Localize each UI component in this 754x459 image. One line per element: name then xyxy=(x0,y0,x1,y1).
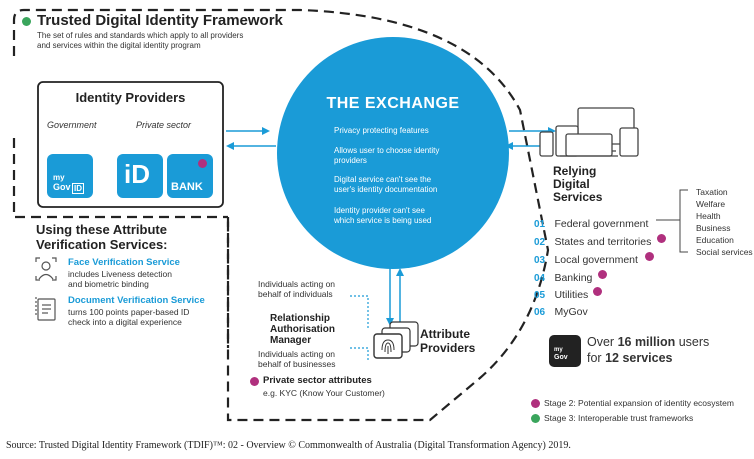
face-verification-title: Face Verification Service xyxy=(68,257,180,268)
federal-service: Taxation xyxy=(696,187,728,197)
government-label: Government xyxy=(47,120,97,130)
relying-item-label: States and territories xyxy=(554,236,652,248)
source-caption: Source: Trusted Digital Identity Framewo… xyxy=(6,440,571,451)
relying-item-label: Utilities xyxy=(554,289,589,301)
document-verification-line1: turns 100 points paper-based ID xyxy=(68,307,190,317)
utilities-stage2-dot xyxy=(593,287,602,296)
face-scan-icon xyxy=(35,257,57,281)
face-verification-line1: includes Liveness detection xyxy=(68,269,172,279)
document-icon xyxy=(35,297,56,321)
exchange-title: THE EXCHANGE xyxy=(326,95,460,112)
exchange-feature-3-line1: Digital service can't see the xyxy=(334,175,432,184)
mygov-services-stat: for 12 services xyxy=(587,351,673,365)
relying-item-label: Banking xyxy=(554,272,593,284)
rel-title-line2: Authorisation xyxy=(270,324,335,335)
stat-bold: 12 services xyxy=(605,351,673,365)
stat-text: users xyxy=(675,335,710,349)
legend-stage3: Stage 3: Interoperable trust frameworks xyxy=(544,413,694,423)
mygov-id-id: ID xyxy=(72,183,84,194)
private-attributes-title: Private sector attributes xyxy=(263,375,372,386)
federal-service: Health xyxy=(696,211,721,221)
federal-service: Welfare xyxy=(696,199,726,209)
attribute-providers-line2: Providers xyxy=(420,341,476,355)
id-tile: iD xyxy=(117,154,163,198)
private-attr-stage2-dot xyxy=(250,377,259,386)
relying-item-utilities: 05 Utilities xyxy=(534,285,588,303)
id-tile-label: iD xyxy=(124,159,150,189)
relying-title-line3: Services xyxy=(553,190,603,204)
local-stage2-dot xyxy=(645,252,654,261)
rel-bottom-line2: behalf of businesses xyxy=(258,359,336,369)
exchange-feature-2-line1: Allows user to choose identity xyxy=(334,146,440,155)
relying-item-label: Local government xyxy=(554,254,638,266)
attribute-verification-title-1: Using these Attribute xyxy=(36,222,167,237)
federal-service: Social services xyxy=(696,247,753,257)
attribute-providers-line1: Attribute xyxy=(420,327,470,341)
devices-icon xyxy=(539,107,639,157)
exchange-feature-2-line2: providers xyxy=(334,156,367,165)
exchange-feature-4-line1: Identity provider can't see xyxy=(334,206,425,215)
rel-top-line2: behalf of individuals xyxy=(258,289,333,299)
relying-item-num: 05 xyxy=(534,290,546,301)
mygov-id-tile: my Gov ID xyxy=(47,154,93,198)
identity-providers-title: Identity Providers xyxy=(75,90,186,105)
mygov-users-stat: Over 16 million users xyxy=(587,335,709,349)
legend-stage3-dot xyxy=(531,414,540,423)
relying-item-num: 01 xyxy=(534,219,546,230)
private-attributes-example: e.g. KYC (Know Your Customer) xyxy=(263,388,385,398)
exchange-feature-3-line2: user's identity documentation xyxy=(334,185,438,194)
relying-item-label: Federal government xyxy=(554,218,649,230)
mygov-id-my: my xyxy=(53,173,65,182)
framework-description-1: The set of rules and standards which app… xyxy=(37,31,244,40)
relying-item-label: MyGov xyxy=(554,306,588,318)
relying-item-num: 02 xyxy=(534,237,546,248)
exchange-feature-1: Privacy protecting features xyxy=(334,126,429,135)
exchange-circle xyxy=(277,37,509,269)
rel-title-line1: Relationship xyxy=(270,313,331,324)
federal-service: Education xyxy=(696,235,734,245)
rel-bottom-line1: Individuals acting on xyxy=(258,349,336,359)
legend-stage2-dot xyxy=(531,399,540,408)
document-verification-line2: check into a digital experience xyxy=(68,317,182,327)
relying-item-local: 03 Local government xyxy=(534,250,638,268)
mygov-badge-my: my xyxy=(554,347,563,353)
framework-description-2: and services within the digital identity… xyxy=(37,41,201,50)
mygov-badge: my Gov xyxy=(549,335,581,367)
framework-boundary xyxy=(12,8,550,422)
mygov-id-gov: Gov xyxy=(53,182,71,192)
relying-title-line2: Digital xyxy=(553,177,590,191)
relying-item-states: 02 States and territories xyxy=(534,232,651,250)
document-verification-title: Document Verification Service xyxy=(68,295,205,306)
stat-bold: 16 million xyxy=(617,335,676,349)
bank-tile-label: BANK xyxy=(171,181,203,193)
relying-item-num: 03 xyxy=(534,255,546,266)
exchange-feature-4-line2: which service is being used xyxy=(334,216,432,225)
stat-text: for xyxy=(587,351,606,365)
mygov-badge-gov: Gov xyxy=(554,354,568,361)
states-stage2-dot xyxy=(657,234,666,243)
relying-item-mygov: 06 MyGov xyxy=(534,302,588,320)
relying-item-federal: 01 Federal government xyxy=(534,214,648,232)
federal-service: Business xyxy=(696,223,731,233)
attribute-verification-title-2: Verification Services: xyxy=(36,237,168,252)
face-verification-line2: and biometric binding xyxy=(68,279,149,289)
stat-text: Over xyxy=(587,335,618,349)
relying-title-line1: Relying xyxy=(553,164,597,178)
stage3-dot xyxy=(22,17,31,26)
bank-tile: BANK xyxy=(167,154,213,198)
bank-stage2-dot xyxy=(198,159,207,168)
banking-stage2-dot xyxy=(598,270,607,279)
relying-item-num: 06 xyxy=(534,307,546,318)
fingerprint-icon xyxy=(381,339,395,354)
rel-title-line3: Manager xyxy=(270,335,312,346)
legend-stage2: Stage 2: Potential expansion of identity… xyxy=(544,398,734,408)
private-sector-label: Private sector xyxy=(136,120,192,130)
relying-item-num: 04 xyxy=(534,273,546,284)
framework-title: Trusted Digital Identity Framework xyxy=(37,12,283,29)
rel-top-line1: Individuals acting on xyxy=(258,279,336,289)
relying-item-banking: 04 Banking xyxy=(534,268,592,286)
